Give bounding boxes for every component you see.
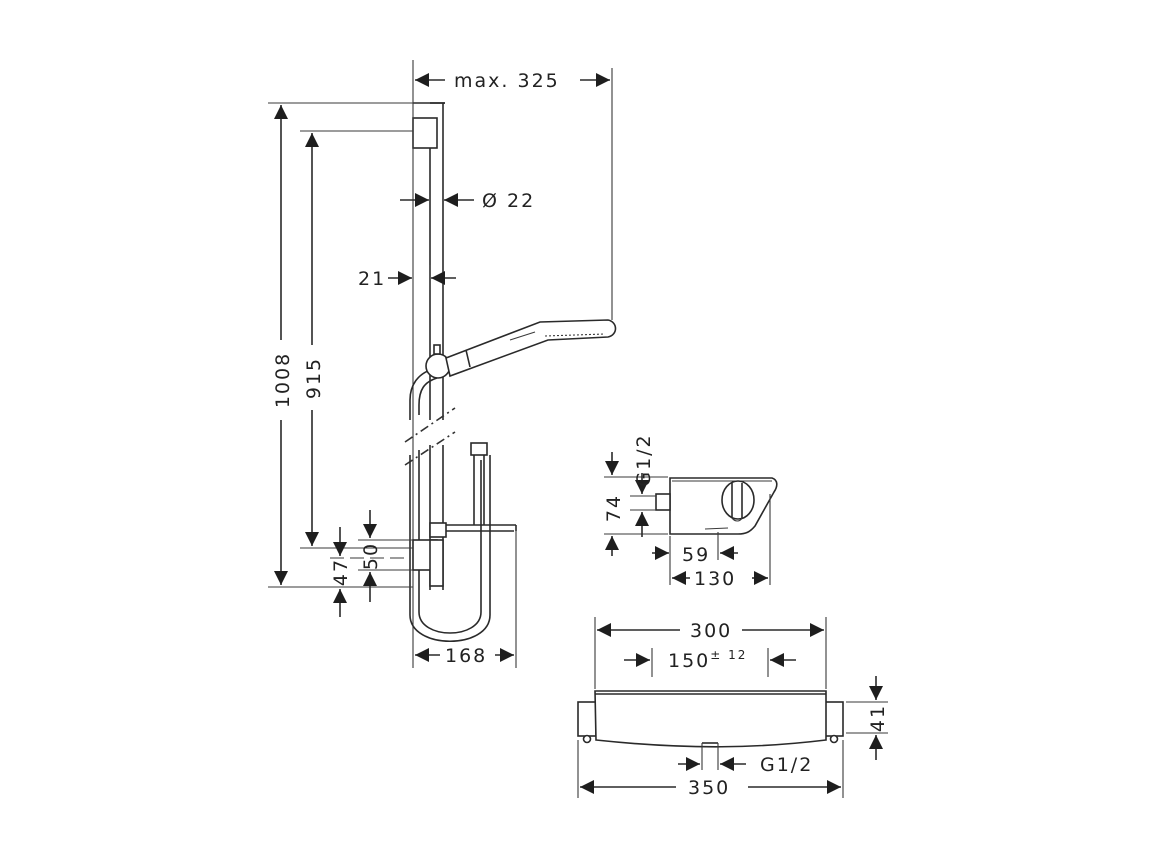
inlet-spacing-label: 150 <box>668 650 710 672</box>
front-height-label: 41 <box>867 704 889 732</box>
dim-max-projection: max. 325 <box>415 68 613 320</box>
side-inlet-thread-label: G1/2 <box>633 433 655 486</box>
right-end-cap <box>824 701 844 737</box>
thermostat-side-view <box>655 477 778 535</box>
dim-inlet-spacing: 150± 12 <box>624 648 796 677</box>
shower-rail-view <box>404 60 617 668</box>
wall-offset-label: 21 <box>358 268 386 290</box>
top-bracket <box>412 117 438 149</box>
total-height-label: 1008 <box>272 352 294 408</box>
outlet-thread-label: G1/2 <box>760 754 813 776</box>
side-height-label: 74 <box>603 494 625 522</box>
dim-outlet-thread: G1/2 <box>678 754 813 776</box>
hose-loop <box>409 455 491 642</box>
hose-connector <box>470 442 488 456</box>
dim-total-width: 350 <box>577 740 844 799</box>
dim-side-height: 74 G1/2 <box>603 433 668 556</box>
dim-rail-diameter: Ø 22 <box>400 190 535 212</box>
inlet-spacing-tolerance: ± 12 <box>710 648 747 662</box>
svg-text:150± 12: 150± 12 <box>668 648 747 672</box>
handshower <box>445 319 617 378</box>
shelf-width-label: 168 <box>445 645 487 667</box>
dim-inner-height: 915 <box>300 130 413 549</box>
body-width-label: 300 <box>690 620 732 642</box>
inlet-connector <box>655 493 671 511</box>
thermostat-body-front <box>594 690 827 748</box>
dim-front-width: 300 <box>594 617 827 689</box>
dim-shelf-width: 168 <box>415 531 517 668</box>
dim-wall-offset: 21 <box>358 265 456 290</box>
total-width-label: 350 <box>688 777 730 799</box>
bracket-offset-label: 47 <box>330 558 352 586</box>
rail-diameter-label: Ø 22 <box>482 190 535 212</box>
outlet-offset-label: 59 <box>682 544 710 566</box>
inner-height-label: 915 <box>303 357 325 399</box>
control-knob <box>721 480 755 520</box>
thermostat-front-view <box>577 690 844 770</box>
dim-side-depth: 59 130 <box>652 494 771 590</box>
left-end-cap <box>577 701 597 737</box>
holder-height-label: 50 <box>360 542 382 570</box>
depth-label: 130 <box>694 568 736 590</box>
shelf-clamp <box>429 522 447 538</box>
max-projection-label: max. 325 <box>454 70 560 92</box>
dim-total-height: 1008 <box>268 102 413 588</box>
dim-holder: 47 50 <box>328 510 413 617</box>
dim-front-height: 41 <box>846 676 889 760</box>
